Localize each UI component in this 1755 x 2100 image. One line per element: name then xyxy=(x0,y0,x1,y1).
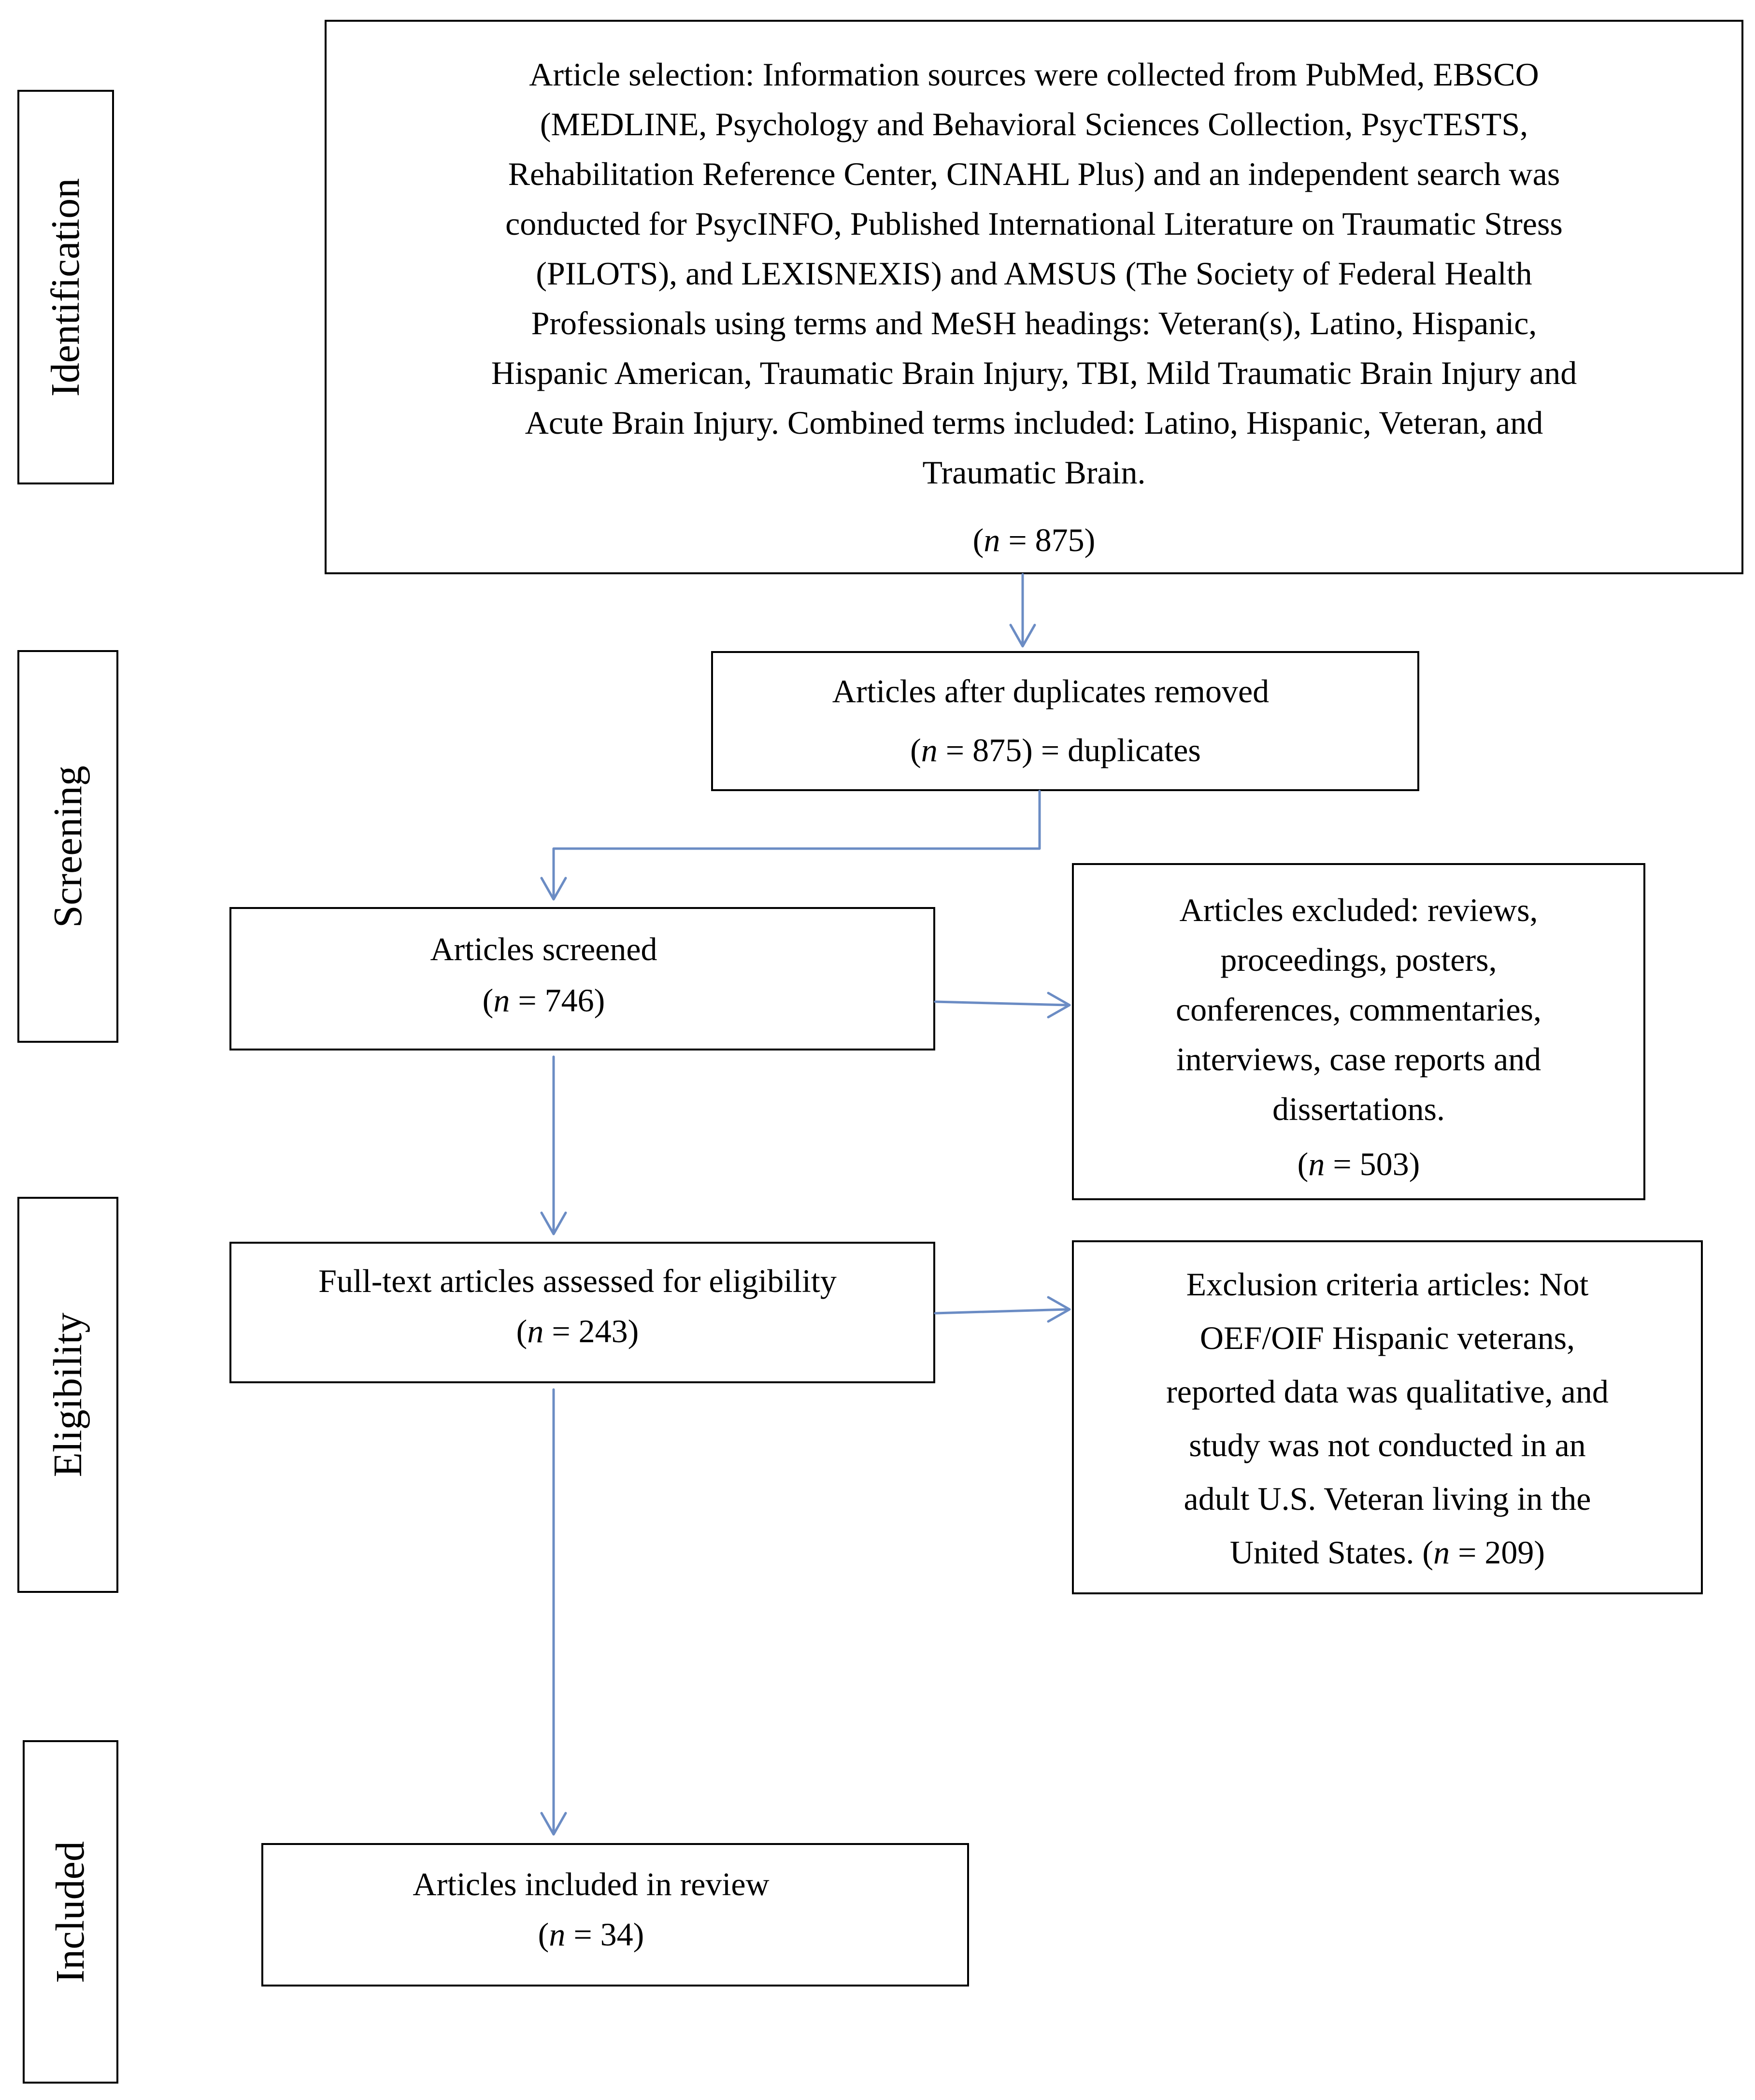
included-title: Articles included in review xyxy=(413,1866,770,1902)
duplicates-box: Articles after duplicates removed (n = 8… xyxy=(711,651,1419,791)
included-box: Articles included in review (n = 34) xyxy=(261,1843,969,1986)
stage-eligibility: Eligibility xyxy=(17,1197,118,1593)
duplicates-count: (n = 875) = duplicates xyxy=(910,732,1201,768)
identification-count: (n = 875) xyxy=(972,522,1096,558)
arrow-fulltext-to-exclusion xyxy=(934,1308,1069,1315)
stage-screening: Screening xyxy=(17,650,118,1043)
excluded-count: (n = 503) xyxy=(1297,1146,1420,1182)
identification-line: (MEDLINE, Psychology and Behavioral Scie… xyxy=(540,106,1528,142)
duplicates-title: Articles after duplicates removed xyxy=(832,673,1270,709)
excluded-line: dissertations. xyxy=(1272,1091,1445,1127)
excluded-line: conferences, commentaries, xyxy=(1175,991,1542,1028)
excluded-line: interviews, case reports and xyxy=(1176,1041,1541,1078)
screened-count: (n = 746) xyxy=(482,982,605,1019)
identification-line: Traumatic Brain. xyxy=(922,454,1146,491)
exclusion-criteria-line: adult U.S. Veteran living in the xyxy=(1184,1480,1591,1517)
identification-line: Professionals using terms and MeSH headi… xyxy=(531,305,1537,341)
arrowhead xyxy=(540,877,567,901)
fulltext-count: (n = 243) xyxy=(516,1313,639,1349)
identification-line: Rehabilitation Reference Center, CINAHL … xyxy=(508,156,1560,192)
identification-line: Article selection: Information sources w… xyxy=(529,56,1539,93)
exclusion-criteria-count: United States. (n = 209) xyxy=(1229,1534,1545,1571)
arrowhead xyxy=(540,1211,567,1235)
excluded-line: proceedings, posters, xyxy=(1220,941,1497,978)
arrowhead xyxy=(1009,624,1036,648)
identification-box: Article selection: Information sources w… xyxy=(325,20,1743,574)
exclusion-criteria-line: study was not conducted in an xyxy=(1189,1427,1586,1463)
arrow-duplicates-to-screened xyxy=(552,790,1041,900)
fulltext-title: Full-text articles assessed for eligibil… xyxy=(318,1263,837,1299)
excluded-box: Articles excluded: reviews, proceedings,… xyxy=(1072,863,1645,1200)
included-count: (n = 34) xyxy=(538,1916,644,1953)
identification-line: Hispanic American, Traumatic Brain Injur… xyxy=(491,355,1577,391)
excluded-line: Articles excluded: reviews, xyxy=(1179,892,1538,928)
exclusion-criteria-line: Exclusion criteria articles: Not xyxy=(1186,1266,1589,1303)
identification-line: (PILOTS), and LEXISNEXIS) and AMSUS (The… xyxy=(536,255,1532,292)
stage-identification: Identification xyxy=(17,90,114,484)
exclusion-criteria-line: OEF/OIF Hispanic veterans, xyxy=(1199,1320,1575,1356)
exclusion-criteria-line: reported data was qualitative, and xyxy=(1166,1373,1609,1410)
exclusion-criteria-box: Exclusion criteria articles: Not OEF/OIF… xyxy=(1072,1240,1703,1594)
arrow-screened-to-excluded xyxy=(934,1000,1069,1007)
screened-box: Articles screened (n = 746) xyxy=(229,907,935,1050)
identification-line: Acute Brain Injury. Combined terms inclu… xyxy=(525,404,1543,441)
screened-title: Articles screened xyxy=(430,931,657,967)
arrowhead xyxy=(540,1812,567,1836)
arrowhead xyxy=(1047,1296,1071,1323)
arrowhead xyxy=(1047,992,1071,1019)
stage-included: Included xyxy=(23,1740,118,2084)
identification-line: conducted for PsycINFO, Published Intern… xyxy=(505,205,1563,242)
